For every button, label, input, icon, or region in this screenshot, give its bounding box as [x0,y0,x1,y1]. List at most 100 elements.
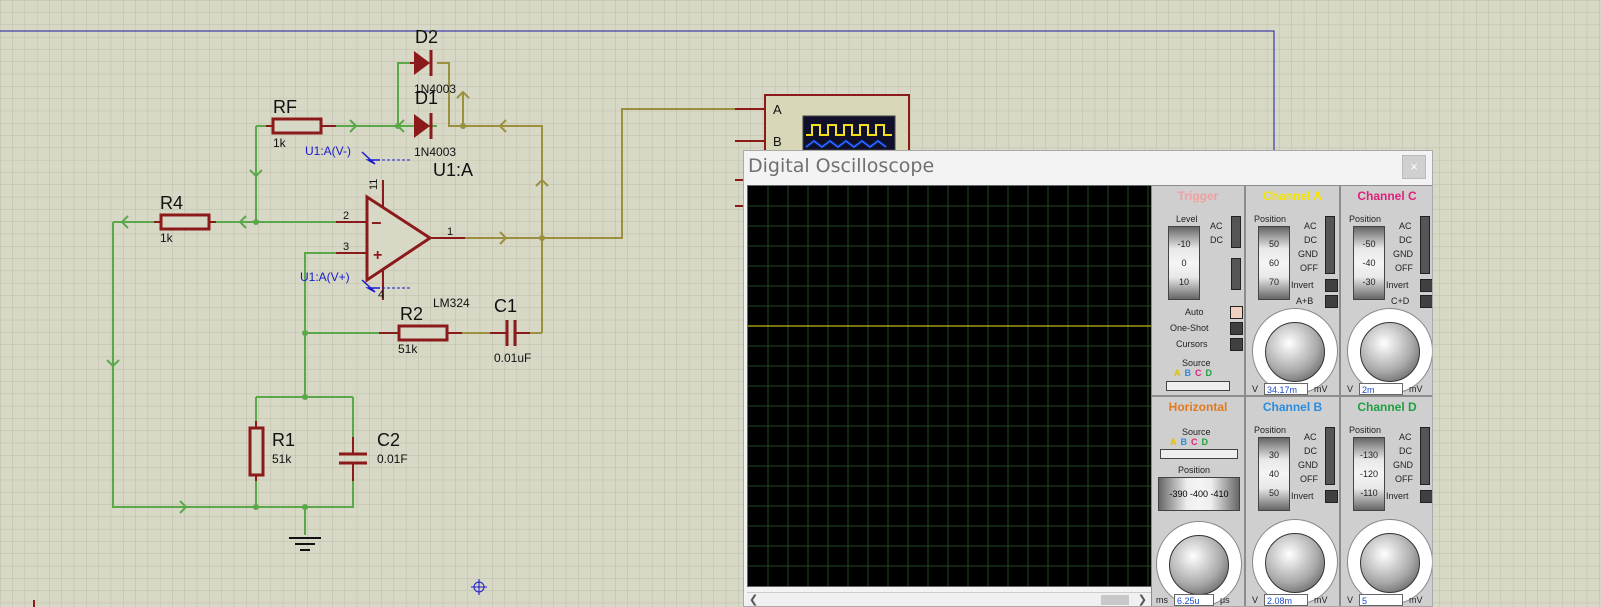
channel-c-sum-label: C+D [1391,296,1410,306]
resistor-r4[interactable]: R4 1k [154,193,216,245]
origin-marker [471,579,487,595]
channel-b-coupling-switch[interactable] [1325,427,1335,485]
channel-d-coupling-switch[interactable] [1420,427,1430,485]
channel-a-invert-button[interactable] [1325,279,1338,292]
channel-d-invert-button[interactable] [1420,490,1432,503]
horizontal-position-label: Position [1178,465,1211,475]
capacitor-c2[interactable]: C2 0.01F [339,430,408,481]
capacitor-c1[interactable]: C1 0.01uF [490,296,531,365]
control-panels: Trigger Level -10 0 10 AC DC Auto One-Sh… [1151,185,1432,606]
r2-value: 51k [398,342,418,356]
trigger-coupling-switch[interactable] [1231,216,1241,248]
channel-b-title: Channel B [1262,400,1323,414]
window-title: Digital Oscilloscope [748,155,935,177]
channel-c-position-wheel[interactable]: -50 -40 -30 [1353,226,1385,300]
r4-ref: R4 [160,193,183,213]
trigger-panel: Trigger Level -10 0 10 AC DC Auto One-Sh… [1151,185,1245,396]
probe-vplus[interactable]: U1:A(V+) [300,270,410,293]
channel-a-gnd: GND [1298,249,1318,259]
u1-ref: U1:A [433,160,473,180]
r1-value: 51k [272,452,292,466]
resistor-r1[interactable]: R1 51k [248,421,295,481]
horizontal-source-label: Source [1182,427,1211,437]
trigger-auto-button[interactable] [1230,306,1243,319]
channel-c-ac: AC [1399,221,1412,231]
horizontal-position-wheel[interactable]: -390 -400 -410 [1158,477,1240,511]
trigger-oneshot-button[interactable] [1230,322,1243,335]
channel-d-ac: AC [1399,432,1412,442]
scope-screen[interactable] [747,185,1153,587]
channel-b-off: OFF [1300,474,1318,484]
channel-c-position-label: Position [1349,214,1382,224]
trigger-source-label: Source [1182,358,1211,368]
scope-pin-b: B [773,134,782,149]
oscilloscope-window[interactable]: Digital Oscilloscope × ❮ ❯ Trigger Level… [743,150,1433,607]
channel-a-off: OFF [1300,263,1318,273]
horizontal-panel: Horizontal Source ABCD Position -390 -40… [1151,396,1245,606]
diode-d2[interactable]: D2 1N4003 [410,27,456,96]
timebase-knob[interactable] [1169,535,1229,595]
horizontal-scrollbar[interactable]: ❮ ❯ [747,592,1151,606]
channel-a-position-wheel[interactable]: 50 60 70 [1258,226,1290,300]
channel-c-invert-button[interactable] [1420,279,1432,292]
pin-pos: 3 [343,241,349,253]
scroll-right-icon[interactable]: ❯ [1137,594,1147,606]
close-button[interactable]: × [1402,155,1426,179]
probe-vminus[interactable]: U1:A(V-) [305,144,410,165]
scope-grid [748,186,1152,586]
horizontal-source-slider[interactable] [1160,449,1238,459]
pin-vcc: 11 [368,179,380,190]
trigger-source-slider[interactable] [1166,381,1230,391]
pin-vee: 4 [378,289,384,301]
channel-a-scale-knob[interactable] [1265,322,1325,382]
channel-c-panel: Channel C Position -50 -40 -30 AC DC GND… [1340,185,1432,396]
channel-d-position-wheel[interactable]: -130 -120 -110 [1353,437,1385,511]
probe-vminus-label: U1:A(V-) [305,144,351,158]
sheet-border [0,30,1275,150]
channel-c-off: OFF [1395,263,1413,273]
oscilloscope-symbol[interactable]: A B [735,94,910,207]
c2-ref: C2 [377,430,400,450]
channel-a-sum-button[interactable] [1325,295,1338,308]
horizontal-title: Horizontal [1168,400,1228,414]
channel-a-position-label: Position [1254,214,1287,224]
resistor-r2[interactable]: R2 51k [379,304,462,356]
r4-value: 1k [160,231,174,245]
rf-ref: RF [273,97,297,117]
trigger-level-wheel[interactable]: -10 0 10 [1168,226,1200,300]
channel-d-off: OFF [1395,474,1413,484]
channel-c-sum-button[interactable] [1420,295,1432,308]
junction-dots-olive [460,123,545,241]
channel-b-readout: 2.08m [1264,594,1308,606]
trigger-coupling-ac: AC [1210,221,1223,231]
channel-b-invert-button[interactable] [1325,490,1338,503]
channel-a-invert-label: Invert [1291,280,1314,290]
scroll-left-icon[interactable]: ❮ [749,594,759,606]
resistor-rf[interactable]: RF 1k [266,97,336,150]
olive-wires [430,62,765,334]
channel-a-panel: Channel A Position 50 60 70 AC DC GND OF… [1245,185,1340,396]
channel-b-position-wheel[interactable]: 30 40 50 [1258,437,1290,511]
channel-c-coupling-switch[interactable] [1420,216,1430,274]
channel-d-gnd: GND [1393,460,1413,470]
channel-c-invert-label: Invert [1386,280,1409,290]
channel-a-coupling-switch[interactable] [1325,216,1335,274]
channel-c-scale-knob[interactable] [1360,322,1420,382]
channel-d-position-label: Position [1349,425,1382,435]
trigger-oneshot-label: One-Shot [1170,323,1209,333]
channel-d-title: Channel D [1357,400,1417,414]
trigger-cursors-button[interactable] [1230,338,1243,351]
current-arrows-olive [456,90,549,245]
d2-ref: D2 [415,27,438,47]
c1-ref: C1 [494,296,517,316]
trigger-edge-switch[interactable] [1231,258,1241,290]
channel-b-gnd: GND [1298,460,1318,470]
channel-d-dc: DC [1399,446,1412,456]
opamp-u1a[interactable]: − + 2 3 1 11 4 U1:A LM324 [336,160,473,310]
channel-b-scale-knob[interactable] [1265,533,1325,593]
diode-d1[interactable]: D1 1N4003 [414,88,456,159]
channel-d-scale-knob[interactable] [1360,533,1420,593]
scroll-thumb[interactable] [1101,595,1129,605]
timebase-readout: 6.25u [1174,594,1214,606]
c1-value: 0.01uF [494,351,531,365]
